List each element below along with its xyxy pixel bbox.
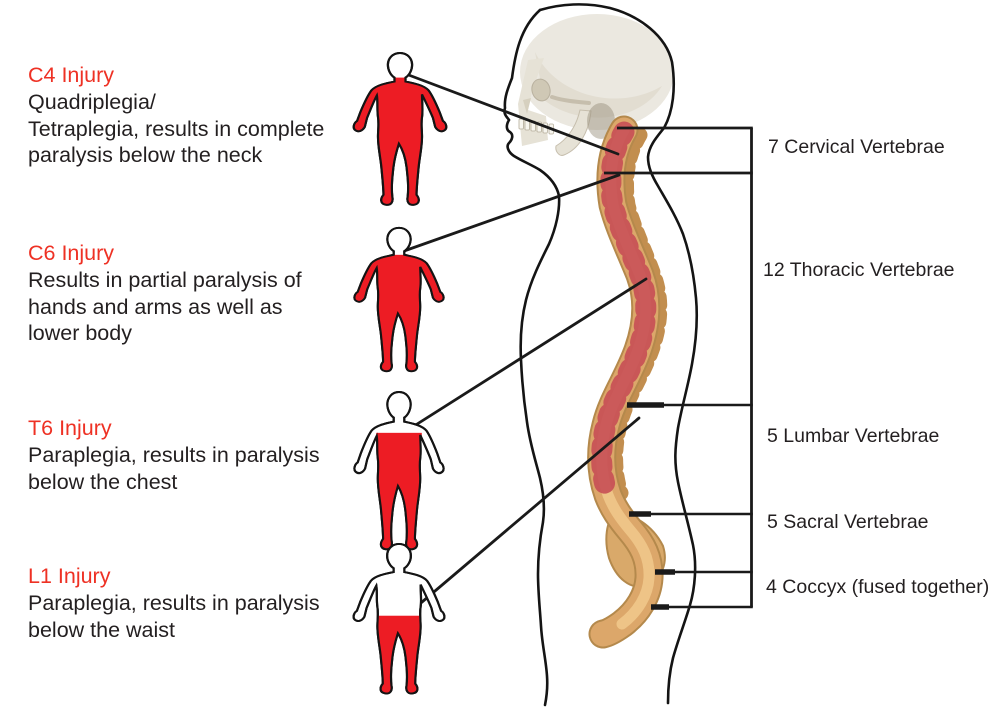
injury-description: Quadriplegia/ Tetraplegia, results in co… [28, 90, 325, 167]
injury-description: Results in partial paralysis of hands an… [28, 268, 302, 345]
profile-front-outline [503, 8, 561, 707]
injury-title: L1 Injury [28, 564, 111, 588]
injury-block-l1: L1 Injury Paraplegia, results in paralys… [28, 563, 363, 643]
vertebrae-label-coccyx: 4 Coccyx (fused together) [766, 576, 990, 598]
injury-title: T6 Injury [28, 416, 112, 440]
vertebrae-label-cervical: 7 Cervical Vertebrae [768, 136, 945, 158]
vertebrae-bracket [604, 126, 753, 610]
injury-block-c4: C4 Injury Quadriplegia/ Tetraplegia, res… [28, 62, 363, 169]
injury-description: Paraplegia, results in paralysis below t… [28, 591, 320, 642]
injury-connector-lines [400, 72, 648, 621]
body-profile-outline [503, 3, 699, 707]
injury-block-c6: C6 Injury Results in partial paralysis o… [28, 240, 363, 347]
connector-line-c4 [404, 72, 620, 156]
profile-back-outline [538, 3, 699, 705]
vertebrae-label-lumbar: 5 Lumbar Vertebrae [767, 425, 940, 447]
skull-illustration [518, 14, 674, 156]
spine-illustration [587, 115, 668, 649]
figure-l1 [352, 542, 446, 695]
injury-title: C6 Injury [28, 241, 115, 265]
connector-line-l1 [400, 416, 641, 621]
vertebrae-label-sacral: 5 Sacral Vertebrae [767, 511, 929, 533]
connector-line-c6 [402, 173, 621, 253]
injury-block-t6: T6 Injury Paraplegia, results in paralys… [28, 415, 363, 495]
connector-line-t6 [401, 277, 648, 435]
injury-title: C4 Injury [28, 63, 115, 87]
vertebrae-label-thoracic: 12 Thoracic Vertebrae [763, 259, 955, 281]
injury-description: Paraplegia, results in paralysis below t… [28, 443, 320, 494]
spine-discs [591, 121, 657, 503]
